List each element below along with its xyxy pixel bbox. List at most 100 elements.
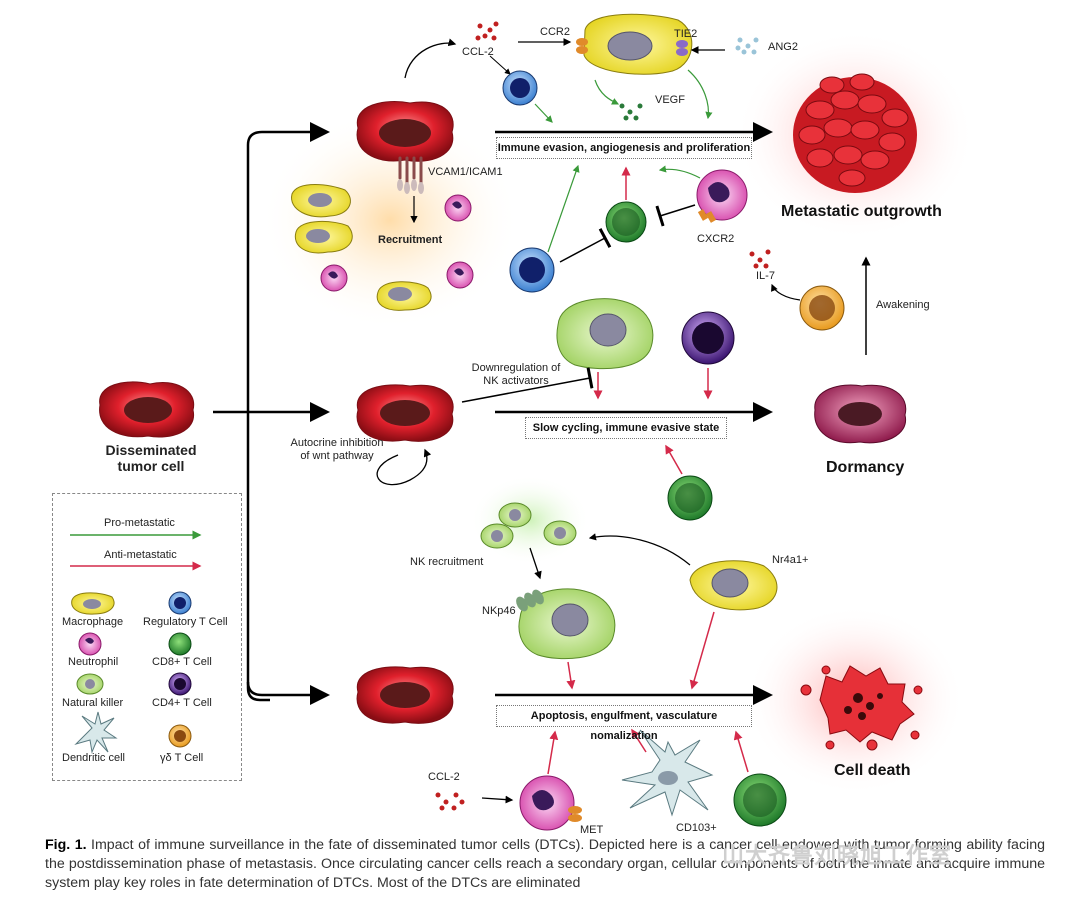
legend-dendritic-icon <box>74 711 118 754</box>
autocrine-loop <box>376 448 432 486</box>
legend-nk-label: Natural killer <box>62 697 124 709</box>
macro-to-evasion-arrow <box>687 69 713 120</box>
cd8-top <box>605 201 647 243</box>
legend-neutrophil-icon <box>78 632 102 656</box>
legend <box>52 493 242 781</box>
immune-evasion-box: Immune evasion, angiogenesis and prolife… <box>496 137 752 159</box>
ccl2-bottom-arrow <box>481 795 514 804</box>
middle-tumor-cell <box>356 384 454 442</box>
recruitment-label: Recruitment <box>378 234 443 246</box>
legend-macrophage-icon <box>71 592 115 615</box>
watermark: 山大齐鲁刘晓旭工作室 <box>722 843 953 868</box>
ccl2-dots-bottom <box>435 792 465 811</box>
legend-pro-label: Pro-metastatic <box>104 517 175 529</box>
metastatic-cluster <box>793 73 917 193</box>
dormant-cell <box>814 384 907 444</box>
nk-cell-death <box>516 588 616 660</box>
figure-caption: Fig. 1. Impact of immune surveillance in… <box>45 836 1045 893</box>
legend-treg-label: Regulatory T Cell <box>143 616 228 628</box>
treg-inhibits-cd8 <box>559 228 612 263</box>
legend-nk-icon <box>76 673 104 695</box>
legend-macrophage-label: Macrophage <box>62 616 124 628</box>
nr4a1-to-apoptosis-arrow <box>689 611 715 690</box>
cd8-death <box>733 773 787 827</box>
legend-gd-icon <box>168 724 192 748</box>
legend-cd4-label: CD4+ T Cell <box>152 697 212 709</box>
vcam-label: VCAM1/ICAM1 <box>428 166 503 178</box>
branch-arrows <box>213 122 773 705</box>
cd103-label: CD103+ <box>676 822 717 834</box>
nkp46-label: NKp46 <box>482 605 516 617</box>
recruited-neutrophil-1 <box>444 194 472 222</box>
disseminated-tumor-cell <box>99 381 195 438</box>
cd4-t-cell <box>681 311 735 365</box>
cd8-to-slow-arrow <box>665 444 683 475</box>
dormancy-label: Dormancy <box>826 459 905 476</box>
neutrophil-to-evasion-arrow <box>658 165 701 179</box>
nk-recruit-cells <box>480 502 577 549</box>
awakening-label: Awakening <box>876 299 930 311</box>
nr4a1-to-nk-arrow <box>588 533 691 566</box>
neutrophil-inhibits-cd8 <box>655 204 696 227</box>
cell-death-label: Cell death <box>834 762 911 779</box>
bottom-tumor-cell <box>356 666 454 724</box>
downreg-label: Downregulation of NK activators <box>471 362 561 387</box>
cd8-dormancy <box>667 475 713 521</box>
nr4a1-label: Nr4a1+ <box>772 554 809 566</box>
nk-cell-dormancy <box>556 298 654 370</box>
ang2-label: ANG2 <box>768 41 798 53</box>
recruited-neutrophil-3 <box>446 261 474 289</box>
metastatic-outgrowth-label: Metastatic outgrowth <box>781 203 942 220</box>
neutrophil-met <box>519 775 582 831</box>
figure-caption-text: Impact of immune surveillance in the fat… <box>45 837 1045 891</box>
nk-recruit-arrow <box>529 547 542 580</box>
treg-bottom <box>509 247 555 293</box>
legend-cd8-icon <box>168 632 192 656</box>
macro-to-vegf-arrow <box>594 79 620 105</box>
recruited-neutrophil-2 <box>320 264 348 292</box>
neutrophil-cxcr2 <box>696 169 748 223</box>
legend-treg-icon <box>168 591 192 615</box>
legend-neutrophil-label: Neutrophil <box>68 656 119 668</box>
ccl2-dots-top <box>475 21 499 41</box>
ccr2-label: CCR2 <box>540 26 570 38</box>
recruited-macrophage-1 <box>291 184 351 218</box>
legend-gd-label: γδ T Cell <box>160 752 204 764</box>
recruited-macrophage-3 <box>376 281 432 311</box>
il7-label: IL-7 <box>756 270 775 282</box>
tie2-label: TIE2 <box>674 28 698 40</box>
legend-cd4-icon <box>168 672 192 696</box>
met-to-apoptosis-arrow <box>547 730 559 775</box>
nr4a1-macrophage <box>689 560 778 611</box>
nk-recruitment-label: NK recruitment <box>410 556 484 568</box>
nk-to-apoptosis-arrow <box>566 661 576 690</box>
recruited-macrophage-2 <box>294 221 353 254</box>
treg-top <box>502 70 538 106</box>
vegf-label: VEGF <box>655 94 685 106</box>
gd-t-cell <box>799 285 845 331</box>
legend-dendritic-label: Dendritic cell <box>62 752 125 764</box>
autocrine-label: Autocrine inhibition of wnt pathway <box>290 437 384 462</box>
ccl2-bottom-label: CCL-2 <box>428 771 460 783</box>
cxcr2-label: CXCR2 <box>697 233 735 245</box>
il7-dots <box>749 249 771 269</box>
vegf-dots <box>619 103 643 121</box>
ang2-dots <box>735 37 759 55</box>
dead-cell <box>800 665 923 751</box>
downreg-inhibit <box>461 367 594 403</box>
tie2-macrophage <box>576 13 693 75</box>
gd-to-il7-arrow <box>771 283 801 301</box>
dendritic-cell <box>621 729 714 817</box>
disseminated-label: Disseminated tumor cell <box>105 442 197 475</box>
figure-number: Fig. 1. <box>45 837 87 853</box>
top-tumor-cell <box>356 100 454 194</box>
branch-curve <box>246 681 263 697</box>
legend-symbols <box>70 530 202 754</box>
treg-to-evasion-arrow <box>534 103 553 123</box>
ccl2-to-treg-arrow <box>489 55 511 75</box>
ccl2-curve-arrow <box>404 38 457 79</box>
apoptosis-box: Apoptosis, engulfment, vasculature nomal… <box>496 705 752 742</box>
ccl2-top-label: CCL-2 <box>462 46 494 58</box>
met-label: MET <box>580 824 604 836</box>
